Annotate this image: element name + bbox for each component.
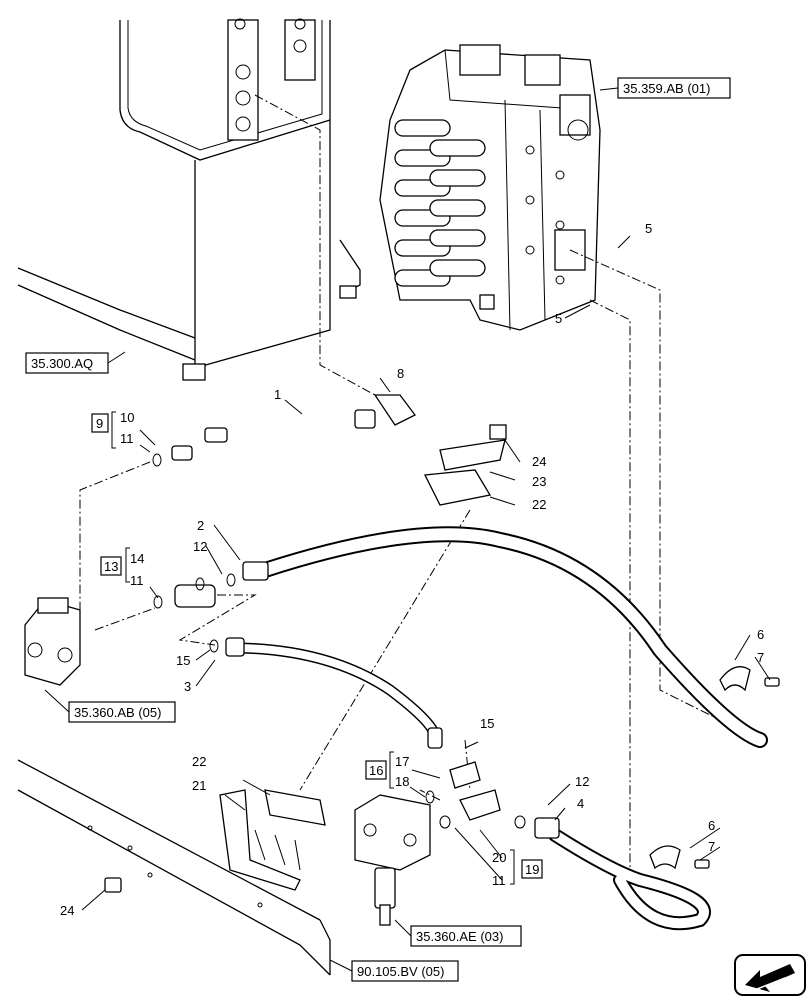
hose-4-assembly <box>514 815 711 931</box>
kit-box-9: 9 <box>91 411 116 449</box>
kit-box-13: 13 <box>100 547 130 583</box>
callout-23: 23 <box>532 474 546 489</box>
clamps-and-bolts <box>423 424 780 870</box>
callout-14: 14 <box>130 551 144 566</box>
callout-12b: 12 <box>575 774 589 789</box>
bracket-21-drawing <box>219 789 326 891</box>
callout-5b: 5 <box>555 311 562 326</box>
ref-label-35-360-ab: 35.360.AB (05) <box>44 689 176 723</box>
kit-box-16: 16 <box>365 751 394 789</box>
callout-17: 17 <box>395 754 409 769</box>
callout-24b: 24 <box>60 903 74 918</box>
frame-rail-drawing <box>17 759 331 976</box>
hose-1-assembly <box>152 394 416 467</box>
callout-12a: 12 <box>193 539 207 554</box>
hydraulic-tank-drawing <box>17 18 361 381</box>
kit-box-16-text: 16 <box>369 763 383 778</box>
ref-label-35-300-aq-text: 35.300.AQ <box>31 356 93 371</box>
callout-21: 21 <box>192 778 206 793</box>
callout-15a: 15 <box>176 653 190 668</box>
callout-10: 10 <box>120 410 134 425</box>
spool-group <box>394 119 486 287</box>
callout-18: 18 <box>395 774 409 789</box>
ref-label-35-360-ae: 35.360.AE (03) <box>394 919 522 947</box>
callout-7a: 7 <box>757 650 764 665</box>
callout-2: 2 <box>197 518 204 533</box>
callout-numbers: 1 2 3 4 5 5 6 6 7 7 8 10 11 11 11 12 12 … <box>60 221 764 918</box>
callout-22a: 22 <box>192 754 206 769</box>
hose-2-assembly <box>153 526 768 748</box>
navigation-arrow-icon[interactable] <box>734 954 806 996</box>
callout-11c: 11 <box>492 873 506 888</box>
callout-leaders <box>81 235 771 911</box>
callout-5a: 5 <box>645 221 652 236</box>
callout-3: 3 <box>184 679 191 694</box>
callout-8: 8 <box>397 366 404 381</box>
callout-1: 1 <box>274 387 281 402</box>
selector-valve-drawing <box>24 597 81 686</box>
kit-box-9-text: 9 <box>96 416 103 431</box>
callout-11a: 11 <box>120 431 134 446</box>
kit-box-13-text: 13 <box>104 559 118 574</box>
ref-label-35-300-aq: 35.300.AQ <box>25 351 126 374</box>
ref-label-35-359-ab: 35.359.AB (01) <box>599 77 731 99</box>
callout-11b: 11 <box>130 573 144 588</box>
callout-6b: 6 <box>708 818 715 833</box>
callout-4: 4 <box>577 796 584 811</box>
valve-block-drawing <box>195 577 501 926</box>
callout-6a: 6 <box>757 627 764 642</box>
ref-label-35-360-ae-text: 35.360.AE (03) <box>416 929 503 944</box>
callout-15b: 15 <box>480 716 494 731</box>
callout-22b: 22 <box>532 497 546 512</box>
callout-24a: 24 <box>532 454 546 469</box>
callout-7b: 7 <box>708 839 715 854</box>
ref-label-35-359-ab-text: 35.359.AB (01) <box>623 81 710 96</box>
kit-box-19: 19 <box>510 849 543 885</box>
main-control-valve-drawing <box>379 44 601 331</box>
ref-label-90-105-bv: 90.105.BV (05) <box>329 959 459 982</box>
ref-label-90-105-bv-text: 90.105.BV (05) <box>357 964 444 979</box>
kit-box-19-text: 19 <box>525 862 539 877</box>
callout-20: 20 <box>492 850 506 865</box>
hose-3-assembly <box>209 637 443 749</box>
ref-label-35-360-ab-text: 35.360.AB (05) <box>74 705 161 720</box>
